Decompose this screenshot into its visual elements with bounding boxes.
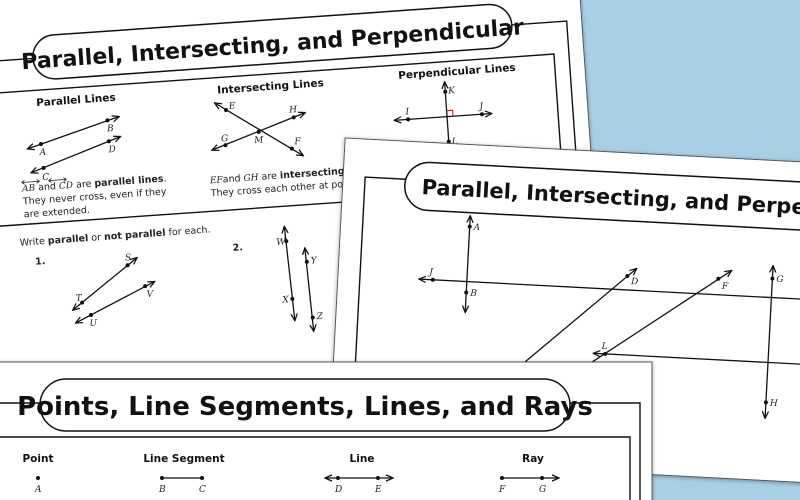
- line-ab: [465, 216, 470, 313]
- point-heading: Point: [22, 453, 53, 465]
- point-label: F: [293, 137, 302, 148]
- parallel-lines-heading: Parallel Lines: [36, 92, 116, 110]
- point-label: W: [276, 237, 287, 248]
- outer-frame: [0, 402, 641, 500]
- point-label: C: [199, 485, 206, 495]
- title-box: [32, 3, 513, 80]
- point-label: B: [158, 485, 166, 495]
- sheet-title: Points, Line Segments, Lines, and Rays: [17, 392, 593, 422]
- point-label: E: [374, 485, 382, 495]
- line-cd: [29, 136, 123, 172]
- point-label: J: [477, 102, 485, 112]
- line-l: [593, 353, 800, 366]
- point-label: H: [288, 105, 298, 116]
- parallel-description-line3: are extended.: [23, 205, 90, 221]
- problem-number: 2.: [232, 242, 243, 254]
- line-ij: [394, 114, 492, 121]
- point-label: F: [498, 485, 506, 495]
- right-angle-icon: [446, 109, 454, 117]
- point-label: G: [776, 275, 784, 285]
- line-j: [419, 279, 800, 301]
- line-gh: [765, 266, 773, 419]
- line-heading: Line: [350, 453, 375, 465]
- point-label: G: [539, 485, 546, 495]
- point-label: G: [221, 134, 229, 144]
- worksheet-points-lines-rays: Points, Line Segments, Lines, and Rays P…: [0, 361, 653, 500]
- point-label: D: [107, 145, 116, 156]
- point-a: [36, 476, 40, 480]
- point-label: M: [253, 135, 265, 146]
- title-box: [403, 161, 800, 234]
- point-label: B: [106, 124, 115, 135]
- point-label: A: [34, 485, 42, 495]
- point-label: Z: [315, 312, 324, 323]
- title-box: [39, 378, 571, 432]
- point-label: V: [146, 289, 155, 300]
- point-label: Y: [310, 256, 318, 266]
- point-label: D: [334, 485, 342, 495]
- point-label: A: [38, 148, 47, 159]
- point-label: L: [600, 342, 608, 352]
- point-label: X: [281, 295, 290, 306]
- line-notation-icon: [21, 177, 67, 185]
- point-label: K: [447, 86, 457, 97]
- inner-box: [0, 436, 631, 500]
- point-label: D: [630, 277, 639, 287]
- point-label: T: [75, 294, 83, 304]
- outer-frame: [352, 176, 407, 409]
- problem-number: 1.: [35, 256, 46, 268]
- point-label: H: [769, 399, 779, 409]
- point-label: I: [404, 107, 410, 117]
- point-label: E: [227, 101, 236, 112]
- point-label: S: [125, 253, 132, 263]
- line-d: [515, 262, 636, 370]
- point-label: F: [721, 282, 730, 292]
- parallel-description-line1: AB and CD are parallel lines.: [21, 173, 167, 194]
- point-label: J: [427, 267, 435, 277]
- point-label: L: [450, 137, 458, 147]
- point-label: C: [42, 173, 50, 183]
- intro-box: [0, 53, 564, 229]
- point-label: B: [469, 289, 478, 299]
- point-label: A: [472, 223, 481, 233]
- ray-heading: Ray: [522, 453, 544, 465]
- line-segment-heading: Line Segment: [143, 453, 224, 465]
- line-f: [575, 263, 732, 373]
- exercise-instructions: Write parallel or not parallel for each.: [19, 224, 210, 248]
- line-uv: [73, 281, 157, 323]
- point-label: U: [89, 319, 98, 330]
